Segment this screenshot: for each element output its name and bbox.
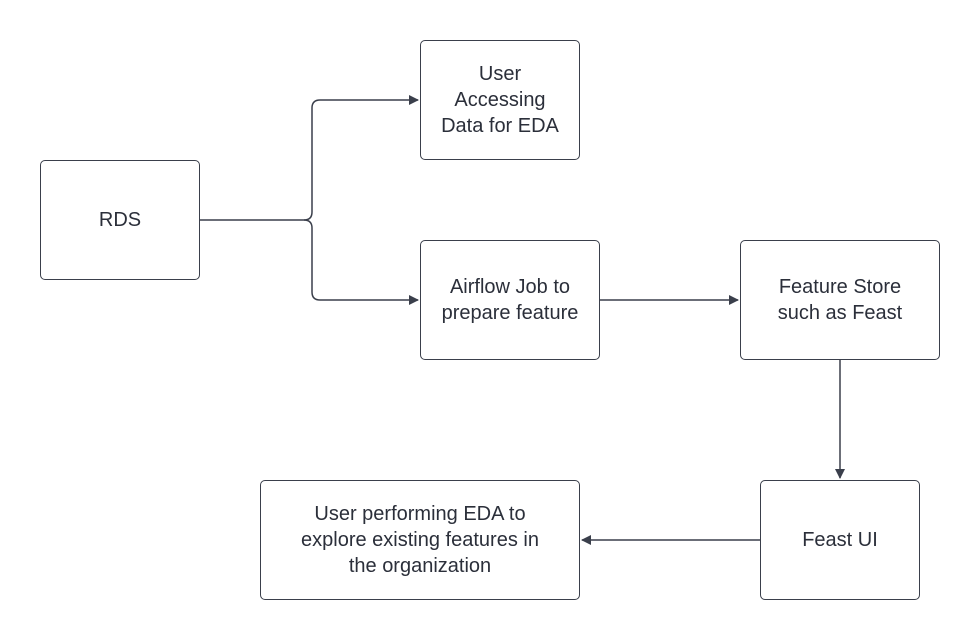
node-user-accessing-data[interactable]: User Accessing Data for EDA — [420, 40, 580, 160]
node-feast-ui[interactable]: Feast UI — [760, 480, 920, 600]
node-user-performing-eda[interactable]: User performing EDA to explore existing … — [260, 480, 580, 600]
node-feature-store[interactable]: Feature Store such as Feast — [740, 240, 940, 360]
node-rds[interactable]: RDS — [40, 160, 200, 280]
node-airflow-job[interactable]: Airflow Job to prepare feature — [420, 240, 600, 360]
edge-rds-to-airflow-job — [303, 219, 419, 305]
edge-rds-to-user-accessing — [200, 95, 419, 221]
